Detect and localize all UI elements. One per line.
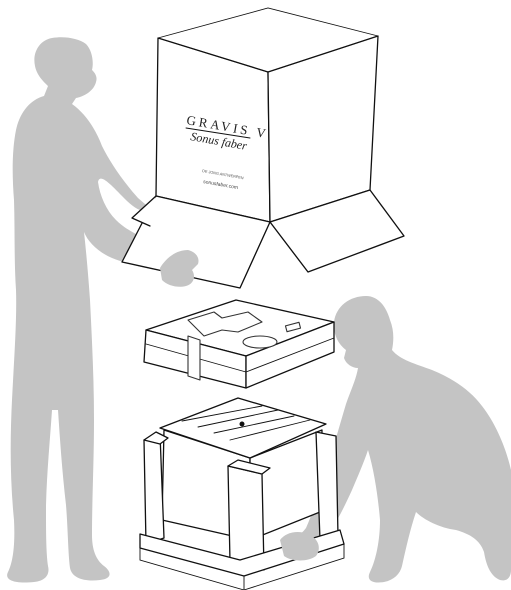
crouching-person-hand [280, 532, 319, 561]
outer-box-lid: GRAVIS V Sonus faber DE JONG ANTWERPEN s… [121, 7, 405, 289]
standing-person-silhouette [7, 37, 182, 583]
foam-top-insert [143, 299, 335, 389]
box-fine-print: DE JONG ANTWERPEN [202, 169, 244, 180]
crouching-person-silhouette [284, 296, 511, 583]
crate-with-speaker [139, 397, 345, 590]
standing-person-hands [160, 250, 199, 287]
